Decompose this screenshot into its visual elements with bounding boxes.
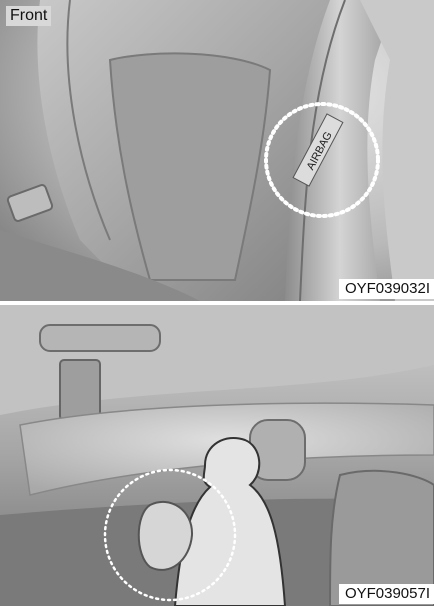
front-label: Front bbox=[6, 6, 51, 26]
seat-airbag-illustration: AIRBAG Front OYF039032I bbox=[0, 0, 434, 301]
overhead-console bbox=[40, 325, 160, 351]
airbag-deployment-illustration: OYF039057I bbox=[0, 305, 434, 606]
sun-visor bbox=[60, 360, 100, 420]
interior-illustration-svg bbox=[0, 305, 434, 606]
seat-illustration-svg: AIRBAG bbox=[0, 0, 434, 301]
figure-code-bottom: OYF039057I bbox=[339, 584, 434, 604]
figure-code-top: OYF039032I bbox=[339, 279, 434, 299]
